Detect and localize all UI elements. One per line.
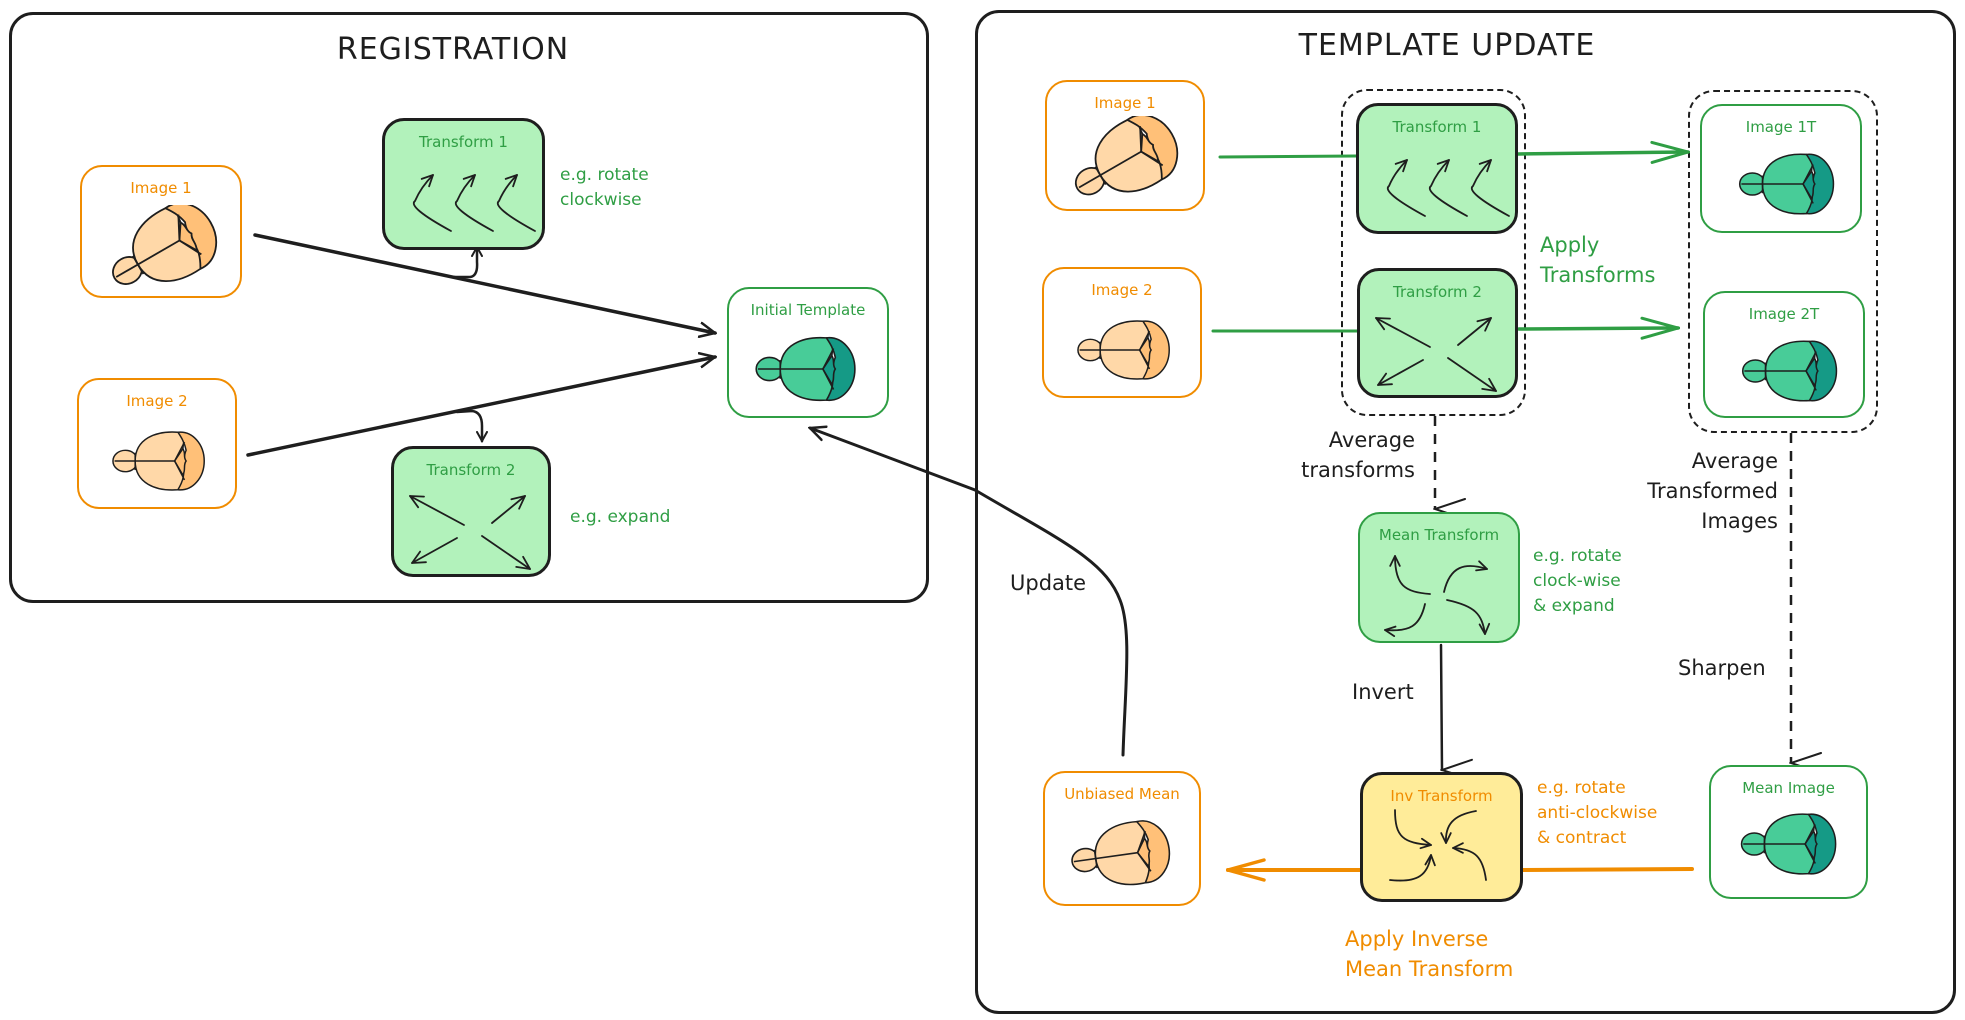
expand-arrow <box>1377 359 1424 386</box>
expand-arrow <box>409 495 465 526</box>
swirl-in-arrows-icon <box>1389 809 1487 882</box>
registration-image2-label: Image 2 <box>126 392 188 410</box>
curved-arrow <box>412 174 452 232</box>
update-label: Update <box>1010 571 1087 595</box>
apply-transforms-label: Apply Transforms <box>1540 233 1656 287</box>
curved-arrow <box>454 174 494 232</box>
registration-image1-label: Image 1 <box>130 179 192 197</box>
inv-transform-node[interactable]: Inv Transform <box>1360 772 1523 902</box>
unbiased-mean-label: Unbiased Mean <box>1064 785 1180 803</box>
transforms-group <box>1341 89 1526 416</box>
expand-arrows-icon <box>1375 317 1497 392</box>
brain-icon <box>1074 116 1179 196</box>
expand-arrow <box>1457 317 1492 346</box>
registration-transform2-note: e.g. expand <box>570 507 671 527</box>
tu-transform1-node[interactable]: Transform 1 <box>1356 103 1518 234</box>
image1t-node[interactable]: Image 1T <box>1700 104 1862 233</box>
brain-icon <box>112 431 205 491</box>
registration-transform1-note: e.g. rotate clockwise <box>560 165 649 210</box>
registration-transform2-label: Transform 2 <box>426 461 516 479</box>
swirl-arrow <box>1389 854 1432 882</box>
swirl-arrow <box>1445 810 1477 844</box>
swirl-arrow <box>1394 555 1431 595</box>
expand-arrow <box>481 535 531 570</box>
brain-icon <box>1738 153 1835 215</box>
sharpen-label: Sharpen <box>1678 656 1766 680</box>
initial-template-node[interactable]: Initial Template <box>727 287 889 418</box>
mean-image-label: Mean Image <box>1742 779 1835 797</box>
tu-transform1-label: Transform 1 <box>1392 118 1482 136</box>
registration-transform2-node[interactable]: Transform 2 <box>391 446 551 577</box>
apply-inverse-label: Apply Inverse Mean Transform <box>1345 927 1514 981</box>
unbiased-mean-node[interactable]: Unbiased Mean <box>1043 771 1201 906</box>
tu-image1-label: Image 1 <box>1094 94 1156 112</box>
average-transforms-label: Average transforms <box>1301 428 1415 482</box>
registration-transform1-label: Transform 1 <box>419 133 508 151</box>
brain-icon <box>112 205 218 285</box>
brain-icon <box>755 336 856 402</box>
swirl-arrow <box>1384 603 1426 632</box>
curved-arrow <box>1470 159 1510 217</box>
swirl-arrow <box>1394 809 1432 846</box>
registration-image1-node[interactable]: Image 1 <box>80 165 242 298</box>
curved-arrow <box>496 174 536 232</box>
swirl-arrow <box>1443 565 1488 593</box>
brain-icon <box>1071 820 1171 886</box>
mean-transform-note: e.g. rotate clock-wise & expand <box>1533 546 1622 616</box>
brain-icon <box>1741 340 1838 402</box>
registration-transform1-node[interactable]: Transform 1 <box>382 118 545 250</box>
curved-arrow <box>1386 159 1426 217</box>
transformed-images-group <box>1688 90 1878 433</box>
inv-transform-note: e.g. rotate anti-clockwise & contract <box>1537 778 1658 848</box>
registration-image2-node[interactable]: Image 2 <box>77 378 237 509</box>
mean-image-node[interactable]: Mean Image <box>1709 765 1868 899</box>
swirl-arrow <box>1446 599 1486 635</box>
curved-arrow <box>1428 159 1468 217</box>
image1t-label: Image 1T <box>1745 118 1817 136</box>
swirl-arrow <box>1452 847 1487 881</box>
average-transformed-images-label: Average Transformed Images <box>1647 449 1778 533</box>
curved-arrows-icon <box>412 174 536 232</box>
expand-arrow <box>1447 357 1497 392</box>
registration-title: REGISTRATION <box>336 32 570 67</box>
tu-image1-node[interactable]: Image 1 <box>1045 80 1205 211</box>
mean-transform-node[interactable]: Mean Transform <box>1358 512 1520 643</box>
expand-arrow <box>491 495 526 524</box>
invert-label: Invert <box>1352 680 1414 704</box>
swirl-out-arrows-icon <box>1384 555 1491 637</box>
template-update-title: TEMPLATE UPDATE <box>1298 28 1596 63</box>
registration-panel <box>9 12 929 603</box>
curved-arrows-icon <box>1386 159 1510 217</box>
tu-transform2-node[interactable]: Transform 2 <box>1357 268 1518 398</box>
inv-transform-label: Inv Transform <box>1390 787 1493 805</box>
initial-template-label: Initial Template <box>750 301 866 319</box>
image2t-node[interactable]: Image 2T <box>1703 291 1865 418</box>
image2t-label: Image 2T <box>1748 305 1820 323</box>
expand-arrows-icon <box>409 495 531 570</box>
brain-icon <box>1077 320 1170 380</box>
brain-icon <box>1740 813 1837 875</box>
tu-transform2-label: Transform 2 <box>1393 283 1482 301</box>
mean-transform-label: Mean Transform <box>1378 526 1500 544</box>
tu-image2-node[interactable]: Image 2 <box>1042 267 1202 398</box>
expand-arrow <box>411 537 458 564</box>
tu-image2-label: Image 2 <box>1091 281 1153 299</box>
expand-arrow <box>1375 317 1431 348</box>
